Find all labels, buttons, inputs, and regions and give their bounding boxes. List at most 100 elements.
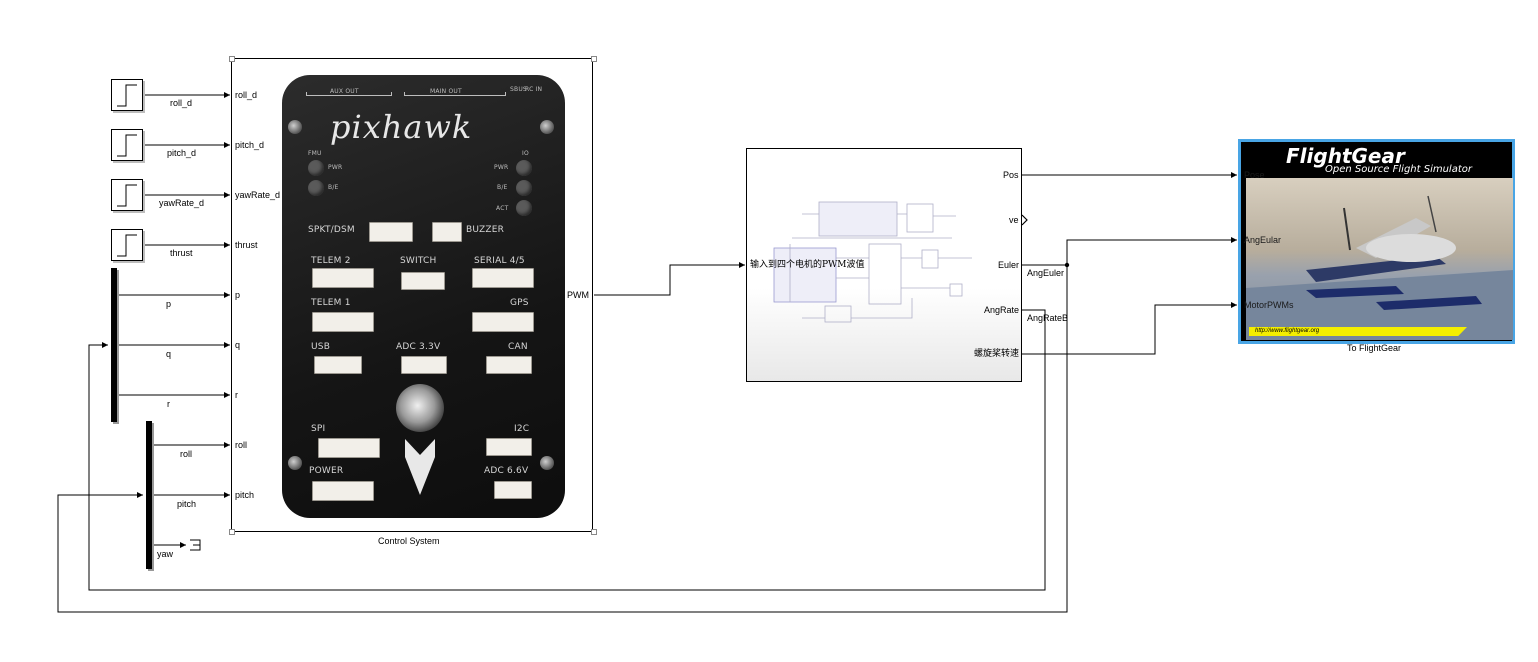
flightgear-title: FlightGear bbox=[1286, 144, 1405, 168]
flightgear-inport-motorpwms-label: MotorPWMs bbox=[1244, 300, 1294, 310]
status-led-dome bbox=[396, 384, 444, 432]
panel-label-gps: GPS bbox=[510, 298, 529, 308]
panel-label-spi: SPI bbox=[311, 424, 326, 434]
panel-label-switch: SWITCH bbox=[400, 256, 437, 266]
step-block-pitch-d[interactable] bbox=[111, 129, 143, 161]
connector-icon bbox=[312, 481, 374, 501]
wire-motor bbox=[1022, 302, 1237, 355]
panel-label-pwr-left: PWR bbox=[328, 164, 343, 171]
panel-label-telem2: TELEM 2 bbox=[311, 256, 351, 266]
flightgear-block[interactable]: FlightGear Open Source Flight Simulator … bbox=[1238, 139, 1515, 344]
panel-label-adc33: ADC 3.3V bbox=[396, 342, 441, 352]
signal-label-angrateb: AngRateB bbox=[1027, 313, 1069, 323]
panel-label-can: CAN bbox=[508, 342, 528, 352]
flightgear-inport-pose-label: Pose bbox=[1244, 170, 1265, 180]
subsystem-outport-angrate-label: AngRate bbox=[984, 305, 1020, 315]
signal-label-roll: roll bbox=[180, 449, 193, 459]
panel-label-io: IO bbox=[522, 150, 529, 157]
panel-label-pwr-right: PWR bbox=[494, 164, 509, 171]
branch-point bbox=[1064, 262, 1070, 268]
wire-angrate-feedback bbox=[88, 309, 1046, 591]
panel-label-act: ACT bbox=[496, 205, 509, 212]
panel-label-aux-out: AUX OUT bbox=[330, 88, 359, 95]
seaplane-icon bbox=[1246, 195, 1513, 340]
connector-icon bbox=[472, 268, 534, 288]
unconnected-outport-icon bbox=[1021, 214, 1028, 226]
connector-icon bbox=[472, 312, 534, 332]
panel-label-be-left: B/E bbox=[328, 184, 339, 191]
subsystem-outport-motor-speed-label: 螺旋桨转速 bbox=[974, 349, 1020, 359]
outport-label-pwm: PWM bbox=[567, 290, 589, 300]
connector-icon bbox=[486, 438, 532, 456]
subsystem-inport-pwm-label: 输入到四个电机的PWM波值 bbox=[750, 260, 865, 270]
flightgear-scene-image bbox=[1246, 178, 1513, 340]
signal-label-roll-d: roll_d bbox=[170, 98, 193, 108]
step-block-yawrate-d[interactable] bbox=[111, 179, 143, 211]
block-name-flightgear: To FlightGear bbox=[1347, 343, 1402, 353]
signal-label-q: q bbox=[166, 349, 172, 359]
step-block-thrust[interactable] bbox=[111, 229, 143, 261]
signal-label-angeuler: AngEuler bbox=[1027, 268, 1065, 278]
inport-label-r: r bbox=[235, 390, 238, 400]
panel-label-be-right: B/E bbox=[497, 184, 508, 191]
connector-icon bbox=[486, 356, 532, 374]
signal-label-thrust: thrust bbox=[170, 248, 193, 258]
connector-icon bbox=[432, 222, 462, 242]
demux-block-rates[interactable] bbox=[111, 268, 117, 422]
inport-label-q: q bbox=[235, 340, 241, 350]
signal-label-r: r bbox=[167, 399, 170, 409]
connector-icon bbox=[312, 312, 374, 332]
panel-label-adc66: ADC 6.6V bbox=[484, 466, 529, 476]
signal-label-yawrate-d: yawRate_d bbox=[159, 198, 205, 208]
connector-icon bbox=[314, 356, 362, 374]
connector-icon bbox=[401, 272, 445, 290]
step-icon bbox=[117, 234, 137, 257]
led-icon bbox=[308, 180, 324, 196]
panel-label-fmu: FMU bbox=[308, 150, 322, 157]
led-icon bbox=[516, 180, 532, 196]
connector-icon bbox=[312, 268, 374, 288]
demux-block-angles[interactable] bbox=[146, 421, 152, 569]
subsystem-outport-euler-label: Euler bbox=[998, 260, 1020, 270]
flightgear-inport-angeular-label: AngEular bbox=[1244, 235, 1282, 245]
inport-label-roll-d: roll_d bbox=[235, 90, 258, 100]
connector-icon bbox=[369, 222, 413, 242]
step-icon bbox=[117, 134, 137, 157]
screw-icon bbox=[288, 456, 302, 470]
panel-label-telem1: TELEM 1 bbox=[311, 298, 351, 308]
panel-label-sbus: SBUS bbox=[510, 86, 527, 93]
led-icon bbox=[516, 160, 532, 176]
connector-icon bbox=[401, 356, 447, 374]
inport-label-yawrate-d: yawRate_d bbox=[235, 190, 281, 200]
step-block-roll-d[interactable] bbox=[111, 79, 143, 111]
inport-label-p: p bbox=[235, 290, 241, 300]
panel-label-spkt: SPKT/DSM bbox=[308, 225, 355, 235]
inport-label-thrust: thrust bbox=[235, 240, 258, 250]
panel-label-serial45: SERIAL 4/5 bbox=[474, 256, 525, 266]
pixhawk-logo: pixhawk bbox=[330, 108, 473, 146]
wire-euler-feedback bbox=[57, 265, 1068, 613]
panel-label-power: POWER bbox=[309, 466, 344, 476]
block-name-control-system: Control System bbox=[378, 536, 440, 546]
panel-label-rc-in: RC IN bbox=[525, 86, 543, 93]
direction-arrow-icon bbox=[405, 439, 435, 495]
wire-euler bbox=[1022, 237, 1237, 266]
screw-icon bbox=[540, 456, 554, 470]
subsystem-outport-pos-label: Pos bbox=[1003, 170, 1019, 180]
signal-label-yaw: yaw bbox=[157, 549, 174, 559]
inport-label-roll: roll bbox=[235, 440, 248, 450]
led-icon bbox=[516, 200, 532, 216]
signal-label-pitch-d: pitch_d bbox=[167, 148, 197, 158]
inport-label-pitch-d: pitch_d bbox=[235, 140, 265, 150]
screw-icon bbox=[540, 120, 554, 134]
wire-pwm bbox=[594, 262, 745, 296]
panel-label-i2c: I2C bbox=[514, 424, 530, 434]
connector-icon bbox=[494, 481, 532, 499]
panel-label-usb: USB bbox=[311, 342, 331, 352]
panel-label-buzzer: BUZZER bbox=[466, 225, 505, 235]
flightgear-subtitle: Open Source Flight Simulator bbox=[1325, 164, 1472, 175]
signal-label-pitch: pitch bbox=[177, 499, 197, 509]
subsystem-outport-ve-label: ve bbox=[1009, 215, 1019, 225]
step-icon bbox=[117, 84, 137, 107]
